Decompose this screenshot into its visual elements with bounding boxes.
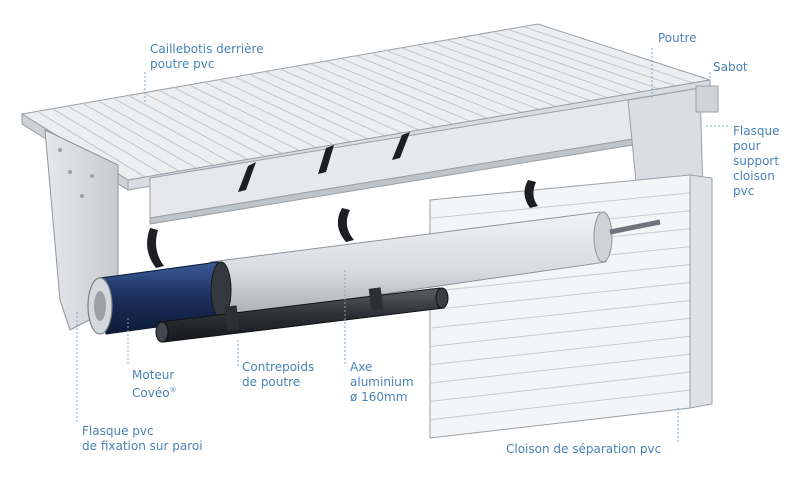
axle-shaft bbox=[609, 219, 661, 235]
label-axe: Axe aluminium ø 160mm bbox=[350, 360, 414, 404]
slat-line bbox=[127, 95, 249, 160]
slat-line bbox=[158, 89, 283, 154]
slat-line bbox=[82, 102, 197, 169]
slat-line bbox=[401, 47, 557, 107]
slat-line bbox=[477, 34, 642, 93]
label-contrepoids: Contrepoids de poutre bbox=[242, 360, 315, 389]
wall-panel-line bbox=[429, 282, 691, 311]
label-cloison: Cloison de séparation pvc bbox=[506, 442, 662, 456]
wall-panel-line bbox=[429, 389, 691, 421]
slat-line bbox=[249, 73, 385, 137]
slat-line bbox=[36, 110, 146, 178]
wall-panel-line bbox=[429, 353, 691, 384]
slat-line bbox=[219, 79, 351, 143]
slat-line bbox=[340, 57, 488, 119]
moteur-coveo bbox=[87, 261, 232, 335]
contrepoids-poutre bbox=[155, 287, 449, 343]
slat-line bbox=[294, 65, 437, 128]
slat-line bbox=[52, 108, 163, 175]
label-caillebotis: Caillebotis derrière poutre pvc bbox=[150, 42, 264, 71]
label-sabot: Sabot bbox=[713, 60, 748, 74]
slat-line bbox=[279, 68, 420, 131]
slat-line bbox=[310, 63, 454, 125]
bolt-icon bbox=[58, 148, 62, 152]
label-flasque-fixation: Flasque pvc de fixation sur paroi bbox=[82, 424, 203, 453]
slat-line bbox=[431, 42, 591, 102]
label-poutre: Poutre bbox=[658, 31, 697, 45]
slat-line bbox=[461, 36, 625, 96]
leader-lines bbox=[76, 48, 728, 442]
slat-line bbox=[173, 87, 300, 152]
slat-line bbox=[203, 81, 334, 146]
label-moteur-line2: Covéo bbox=[132, 386, 170, 400]
registered-mark: ® bbox=[169, 386, 177, 394]
bolt-icon bbox=[80, 194, 84, 198]
wall-panel-line bbox=[429, 371, 691, 402]
bolt-icon bbox=[90, 174, 94, 178]
poutre-beam bbox=[149, 87, 701, 225]
sabot bbox=[695, 85, 719, 113]
wall-panel-line bbox=[429, 335, 691, 366]
slat-line bbox=[507, 28, 676, 87]
label-flasque-support: Flasque pour support cloison pvc bbox=[733, 124, 780, 198]
slat-line bbox=[370, 52, 522, 113]
hanger-straps bbox=[147, 132, 538, 268]
slat-line bbox=[97, 100, 214, 166]
slat-line bbox=[386, 50, 540, 110]
slat-line bbox=[112, 97, 231, 163]
slat-line bbox=[325, 60, 471, 122]
slat-line bbox=[67, 105, 180, 172]
cloison-separation bbox=[429, 174, 713, 439]
wall-panel-line bbox=[429, 192, 691, 219]
slat-line bbox=[234, 76, 368, 140]
wall-panel-line bbox=[429, 264, 691, 293]
slat-line bbox=[492, 31, 659, 90]
bolt-icon bbox=[68, 170, 72, 174]
slat-line bbox=[416, 44, 574, 104]
label-moteur-line1: Moteur bbox=[132, 368, 175, 382]
axe-aluminium bbox=[209, 211, 661, 319]
wall-panel-line bbox=[429, 317, 691, 347]
slat-line bbox=[446, 39, 608, 99]
slat-line bbox=[355, 55, 505, 116]
wall-panel-line bbox=[429, 299, 691, 329]
slat-line bbox=[264, 71, 403, 134]
slat-line bbox=[522, 26, 694, 84]
slat-line bbox=[188, 84, 317, 149]
slat-line bbox=[143, 92, 266, 157]
